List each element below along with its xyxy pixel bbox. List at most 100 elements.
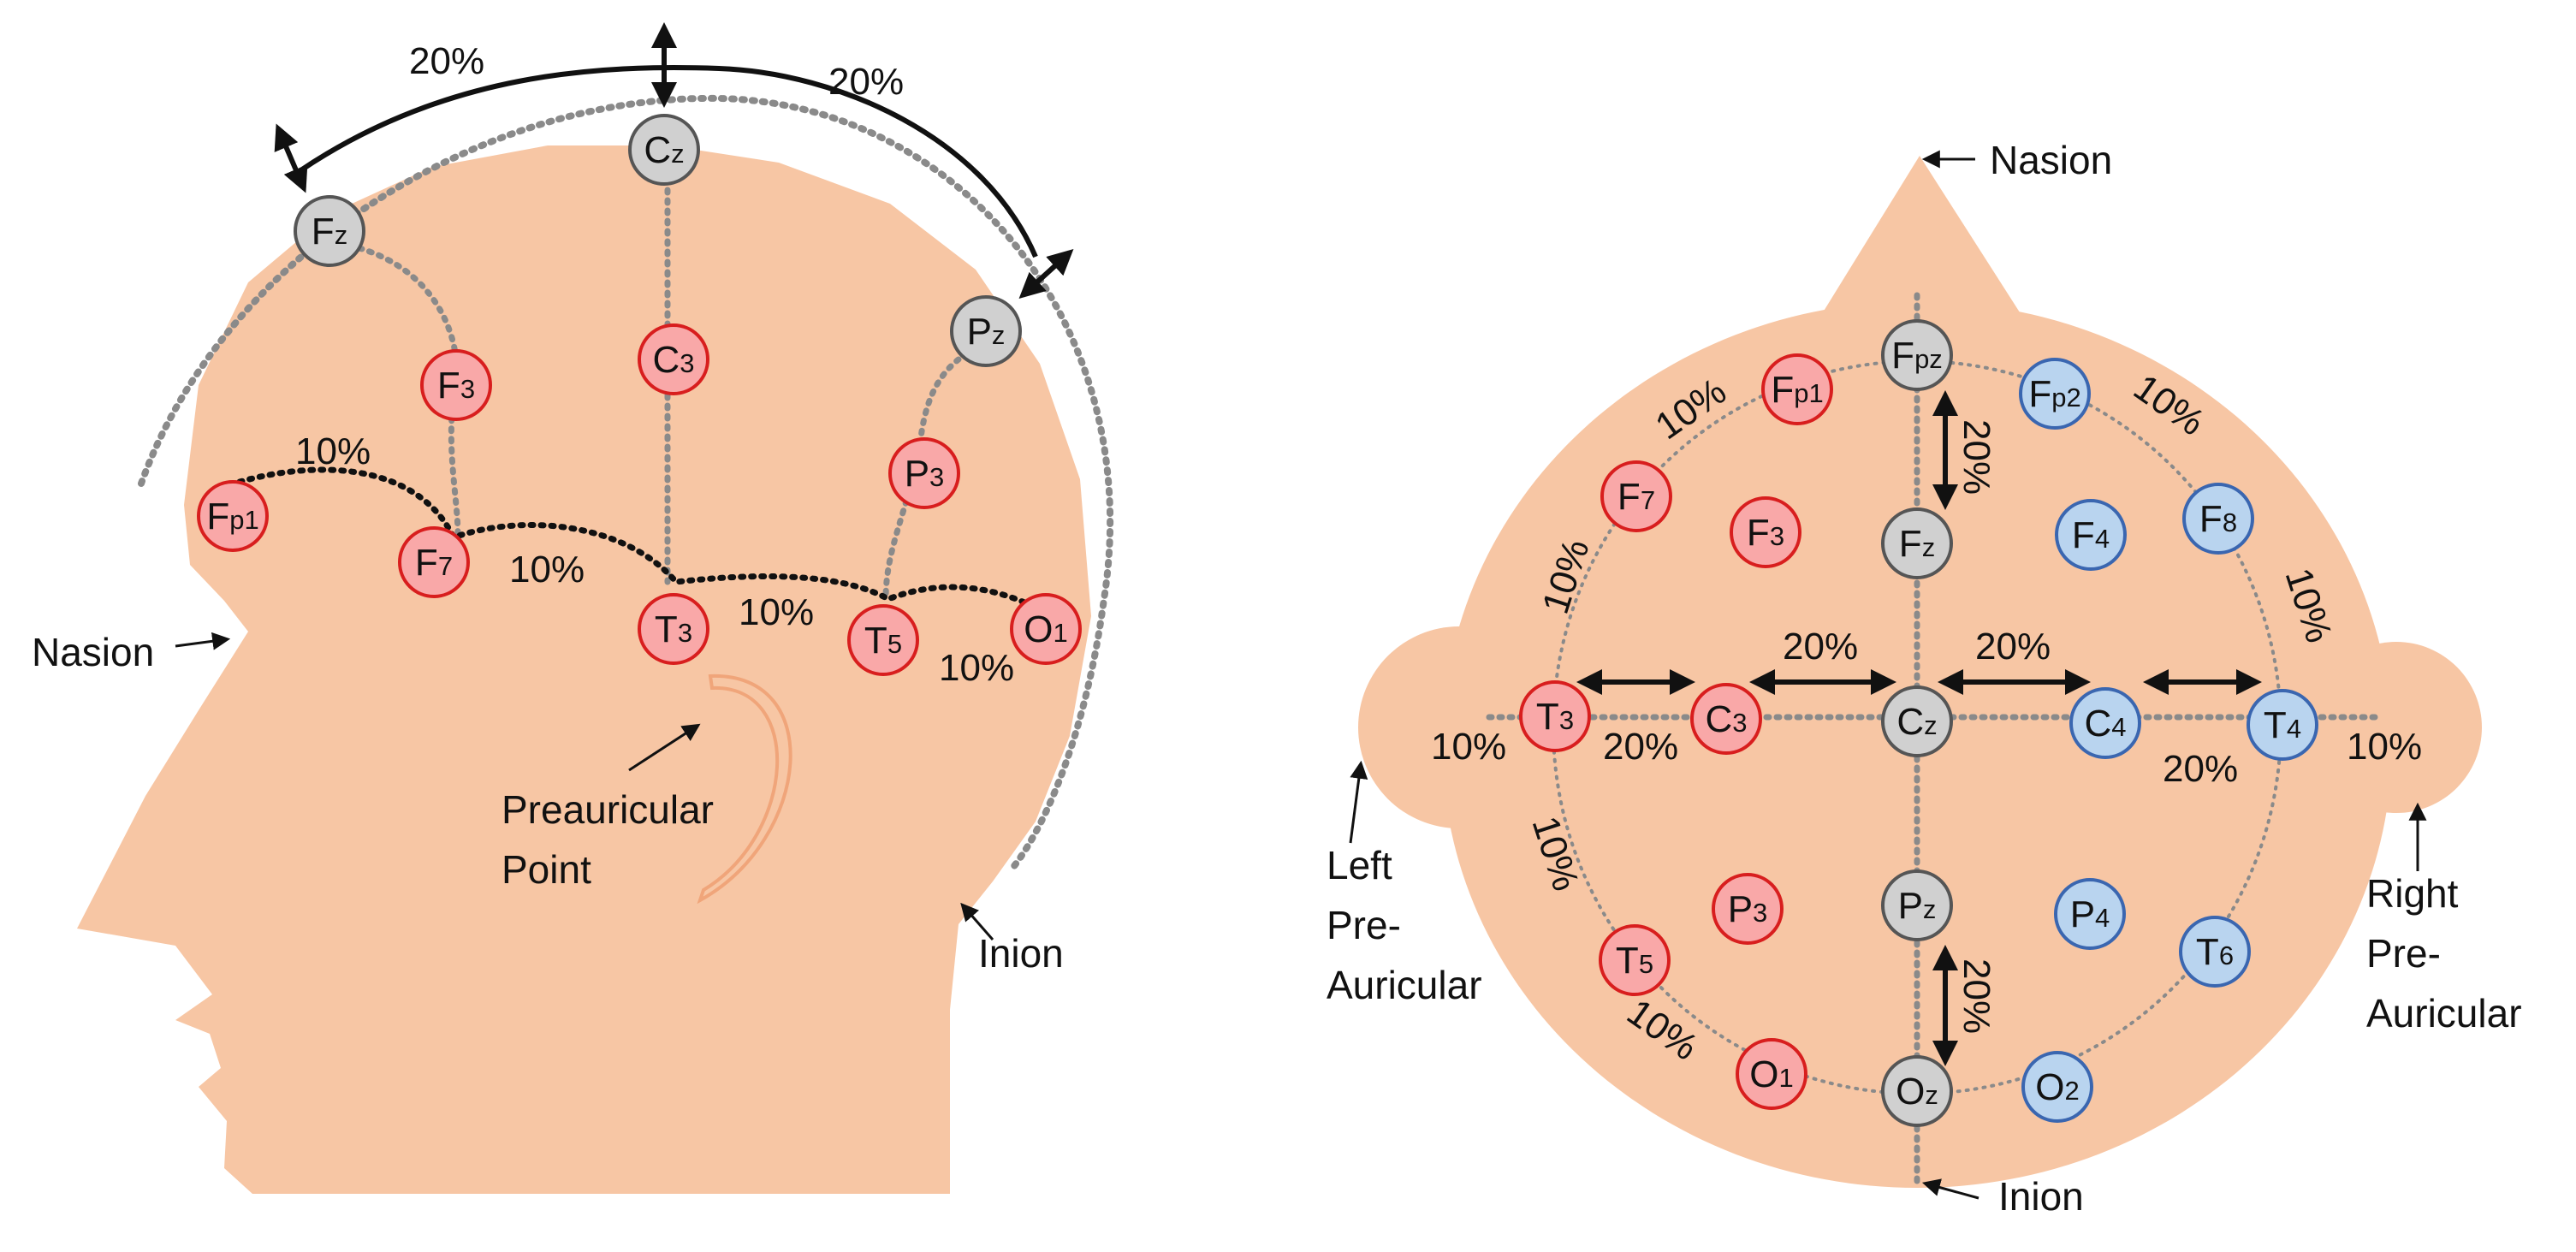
- pct-side-20-left: 20%: [409, 40, 484, 82]
- electrode-label: T5: [864, 620, 902, 662]
- top-electrode-p4: P4: [2054, 878, 2126, 950]
- side-inion-pointer: [960, 902, 994, 940]
- top-electrode-fz: Fz: [1881, 507, 1953, 579]
- pct-top-10-right-ear: 10%: [2347, 726, 2422, 768]
- top-inion-pointer: [1921, 1178, 1979, 1200]
- top-electrode-fpz: Fpz: [1881, 319, 1953, 391]
- top-electrode-t4: T4: [2247, 689, 2318, 761]
- electrode-circle: [398, 526, 470, 598]
- top-electrode-t6: T6: [2179, 916, 2251, 988]
- electrode-label: T4: [2264, 704, 2301, 746]
- side-electrode-cz: Cz: [628, 114, 700, 186]
- electrode-label: F7: [1617, 476, 1655, 518]
- electrode-circle: [2021, 1051, 2093, 1123]
- top-electrode-fp1: Fp1: [1761, 353, 1833, 425]
- electrode-circle: [950, 295, 1022, 367]
- electrode-label: T5: [1616, 940, 1653, 982]
- preauricular-label-line-1: Preauricular: [502, 787, 714, 832]
- electrode-label: Pz: [1898, 885, 1937, 927]
- side-view: 20% 20% 10% 10% 10% 10% Nasion Preauricu…: [32, 21, 1114, 1194]
- pct-top-20-t3-c3: 20%: [1603, 726, 1678, 768]
- top-electrode-o1: O1: [1736, 1038, 1807, 1110]
- pct-side-20-right: 20%: [828, 61, 904, 103]
- pct-top-20-fpz-fz: 20%: [1956, 419, 1997, 495]
- top-electrode-p3: P3: [1712, 873, 1784, 945]
- left-preauricular-line-1: Left: [1327, 843, 1392, 887]
- electrode-circle: [2054, 878, 2126, 950]
- electrode-label: P4: [2070, 893, 2110, 935]
- electrode-label: F3: [437, 365, 475, 406]
- electrode-circle: [2019, 358, 2091, 430]
- top-electrode-pz: Pz: [1881, 869, 1953, 941]
- top-electrode-f7: F7: [1600, 460, 1672, 532]
- electrode-label: O1: [1749, 1053, 1793, 1095]
- pct-side-10-c: 10%: [739, 591, 814, 633]
- preauricular-label-line-2: Point: [502, 847, 591, 892]
- electrode-label: Fz: [1899, 523, 1935, 565]
- electrode-label: P3: [905, 453, 945, 495]
- side-nasion-pointer: [175, 632, 231, 650]
- side-electrode-f7: F7: [398, 526, 470, 598]
- top-electrode-cz: Cz: [1881, 685, 1953, 757]
- electrode-circle: [1599, 924, 1671, 996]
- electrode-circle: [1761, 353, 1833, 425]
- preauricular-pointer: [628, 723, 701, 772]
- electrode-label: Fp1: [206, 495, 258, 537]
- electrode-circle: [1881, 869, 1953, 941]
- electrode-circle: [2179, 916, 2251, 988]
- electrode-circle: [1881, 507, 1953, 579]
- electrode-label: P3: [1728, 888, 1768, 930]
- pct-side-10-d: 10%: [939, 647, 1014, 689]
- pct-top-10-left-ear: 10%: [1431, 726, 1506, 768]
- electrode-circle: [1881, 1055, 1953, 1127]
- electrode-circle: [2182, 483, 2254, 555]
- right-preauricular-line-1: Right: [2366, 871, 2459, 916]
- electrode-circle: [1881, 319, 1953, 391]
- electrode-circle: [1690, 683, 1762, 755]
- left-preauricular-pointer: [1349, 760, 1368, 844]
- top-electrode-f3: F3: [1730, 496, 1801, 568]
- measurement-arc: [298, 65, 1038, 258]
- pct-top-20-c3-cz: 20%: [1783, 626, 1858, 668]
- electrode-circle: [638, 323, 709, 395]
- electrode-label: T3: [655, 608, 692, 650]
- electrode-circle: [2069, 687, 2141, 759]
- ear-shape: [697, 673, 792, 905]
- electrode-circle: [1010, 593, 1082, 665]
- electrode-label: Fpz: [1891, 335, 1943, 377]
- electrode-label: T3: [1536, 696, 1574, 738]
- pct-side-10-b: 10%: [509, 549, 585, 590]
- electrode-label: C3: [652, 339, 694, 381]
- top-electrode-t5: T5: [1599, 924, 1671, 996]
- electrode-circle: [628, 114, 700, 186]
- electrode-circle: [1712, 873, 1784, 945]
- electrode-circle: [294, 195, 365, 267]
- top-inion-label: Inion: [1998, 1174, 2084, 1219]
- electrode-circle: [1600, 460, 1672, 532]
- right-preauricular-line-3: Auricular: [2366, 991, 2522, 1035]
- electrode-label: Fp1: [1771, 369, 1823, 411]
- electrode-label: T6: [2196, 931, 2234, 973]
- top-electrode-t3: T3: [1519, 680, 1591, 752]
- electrode-label: F7: [415, 542, 453, 584]
- top-electrode-f4: F4: [2055, 499, 2127, 571]
- electrode-circle: [638, 593, 709, 665]
- side-electrode-p3: P3: [888, 437, 960, 509]
- electrode-label: C3: [1705, 698, 1747, 740]
- side-electrode-f3: F3: [420, 349, 492, 421]
- right-preauricular-line-2: Pre-: [2366, 931, 2441, 976]
- nose: [1823, 156, 2020, 312]
- top-view: 20% 20% 20% 20% 20% 20% 10% 10% 10% 10% …: [1327, 138, 2522, 1219]
- pct-side-10-a: 10%: [295, 430, 371, 472]
- electrode-circle: [888, 437, 960, 509]
- electrode-circle: [2055, 499, 2127, 571]
- side-electrode-c3: C3: [638, 323, 709, 395]
- arrow-pz: [1018, 248, 1074, 300]
- pct-top-20-cz-c4: 20%: [1975, 626, 2051, 668]
- electrode-circle: [2247, 689, 2318, 761]
- electrode-circle: [420, 349, 492, 421]
